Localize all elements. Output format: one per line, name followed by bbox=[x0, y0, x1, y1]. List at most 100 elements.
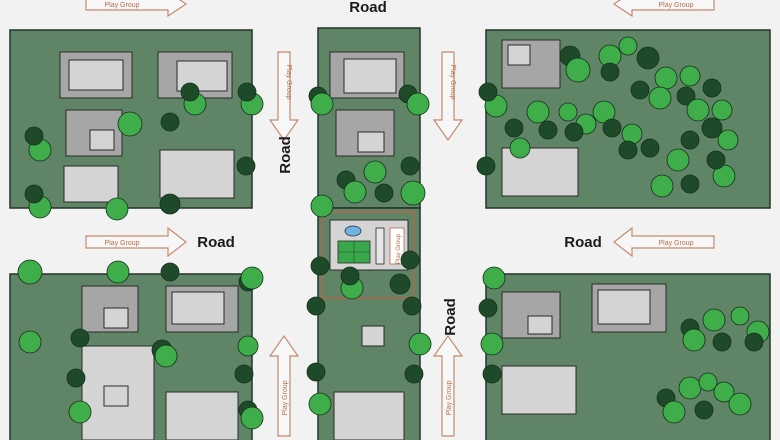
tree-icon bbox=[694, 400, 714, 420]
tree-icon bbox=[678, 376, 702, 400]
tree-icon bbox=[526, 100, 550, 124]
tree-icon bbox=[117, 111, 143, 137]
arrow-down-icon bbox=[268, 51, 300, 142]
tree-icon bbox=[712, 164, 736, 188]
tree-icon bbox=[600, 62, 620, 82]
tree-icon bbox=[70, 328, 90, 348]
road-label-vertical-bottom: Road bbox=[442, 298, 459, 336]
tree-icon bbox=[240, 266, 264, 290]
tree-icon bbox=[343, 180, 367, 204]
building-roof bbox=[597, 289, 651, 325]
arrow-label: Play Group bbox=[658, 240, 693, 247]
tree-icon bbox=[310, 194, 334, 218]
building bbox=[501, 365, 577, 415]
tree-icon bbox=[400, 250, 420, 270]
building bbox=[159, 149, 235, 199]
tree-icon bbox=[680, 174, 700, 194]
tree-icon bbox=[154, 344, 178, 368]
road-label-vertical-top: Road bbox=[277, 136, 294, 174]
tree-icon bbox=[66, 368, 86, 388]
building-roof bbox=[103, 307, 129, 329]
tree-icon bbox=[408, 332, 432, 356]
tree-icon bbox=[509, 137, 531, 159]
tree-icon bbox=[478, 82, 498, 102]
arrow-right-icon bbox=[85, 226, 187, 258]
tree-icon bbox=[711, 99, 733, 121]
building-roof bbox=[171, 291, 225, 325]
tree-icon bbox=[682, 328, 706, 352]
building-roof bbox=[343, 58, 397, 94]
tree-icon bbox=[306, 296, 326, 316]
tree-icon bbox=[538, 120, 558, 140]
road-labels: Road Road Road Road Road bbox=[197, 0, 602, 336]
tree-icon bbox=[679, 65, 701, 87]
tree-icon bbox=[480, 332, 504, 356]
tree-icon bbox=[654, 66, 678, 90]
road-label-top: Road bbox=[349, 0, 387, 16]
direction-arrows bbox=[85, 0, 715, 437]
arrow-left-icon bbox=[613, 226, 715, 258]
tree-icon bbox=[476, 156, 496, 176]
arrow-labels: Play Group Play Group Play Group Play Gr… bbox=[104, 2, 693, 416]
building-roof bbox=[68, 59, 124, 91]
tree-icon bbox=[680, 130, 700, 150]
arrow-up-icon bbox=[432, 334, 464, 437]
tree-icon bbox=[482, 364, 502, 384]
tree-icon bbox=[728, 392, 752, 416]
trees bbox=[17, 36, 770, 430]
tree-icon bbox=[404, 364, 424, 384]
building-roof bbox=[527, 315, 553, 335]
tree-icon bbox=[180, 82, 200, 102]
tree-icon bbox=[730, 306, 750, 326]
tree-icon bbox=[306, 362, 326, 382]
tree-icon bbox=[558, 102, 578, 122]
tree-icon bbox=[602, 118, 622, 138]
tree-icon bbox=[17, 259, 43, 285]
buildings bbox=[59, 39, 667, 440]
tree-icon bbox=[744, 332, 764, 352]
playground-label: Play Group bbox=[396, 233, 402, 264]
tree-icon bbox=[702, 78, 722, 98]
tree-icon bbox=[717, 129, 739, 151]
arrow-label: Play Group bbox=[104, 240, 139, 247]
shelf bbox=[375, 227, 385, 265]
tree-icon bbox=[650, 174, 674, 198]
pool-icon bbox=[344, 225, 362, 237]
building bbox=[361, 325, 385, 347]
tree-icon bbox=[236, 156, 256, 176]
tree-icon bbox=[24, 184, 44, 204]
arrow-up-icon bbox=[268, 334, 300, 437]
building bbox=[63, 165, 119, 203]
tree-icon bbox=[478, 298, 498, 318]
tree-icon bbox=[310, 92, 334, 116]
road-label-right: Road bbox=[564, 234, 602, 251]
tree-icon bbox=[482, 266, 506, 290]
arrow-left-icon bbox=[612, 0, 715, 18]
tree-icon bbox=[24, 126, 44, 146]
building bbox=[333, 391, 405, 440]
tree-icon bbox=[706, 150, 726, 170]
arrow-down-icon bbox=[432, 51, 464, 142]
tree-icon bbox=[636, 46, 660, 70]
tree-icon bbox=[400, 156, 420, 176]
tree-icon bbox=[701, 117, 723, 139]
tree-icon bbox=[686, 98, 710, 122]
arrow-label: Play Group bbox=[285, 64, 292, 99]
tree-icon bbox=[662, 400, 686, 424]
tree-icon bbox=[712, 332, 732, 352]
tree-icon bbox=[340, 266, 360, 286]
tree-icon bbox=[618, 36, 638, 56]
tree-icon bbox=[18, 330, 42, 354]
tree-icon bbox=[592, 100, 616, 124]
building-roof bbox=[103, 385, 129, 407]
tree-icon bbox=[402, 296, 422, 316]
arrow-label: Play Group bbox=[282, 380, 289, 415]
tree-icon bbox=[698, 372, 718, 392]
tree-icon bbox=[648, 86, 672, 110]
playground: Play Group bbox=[321, 211, 415, 299]
arrow-label: Play Group bbox=[446, 380, 453, 415]
tree-icon bbox=[363, 160, 387, 184]
tree-icon bbox=[400, 180, 426, 206]
building-roof bbox=[507, 44, 531, 66]
